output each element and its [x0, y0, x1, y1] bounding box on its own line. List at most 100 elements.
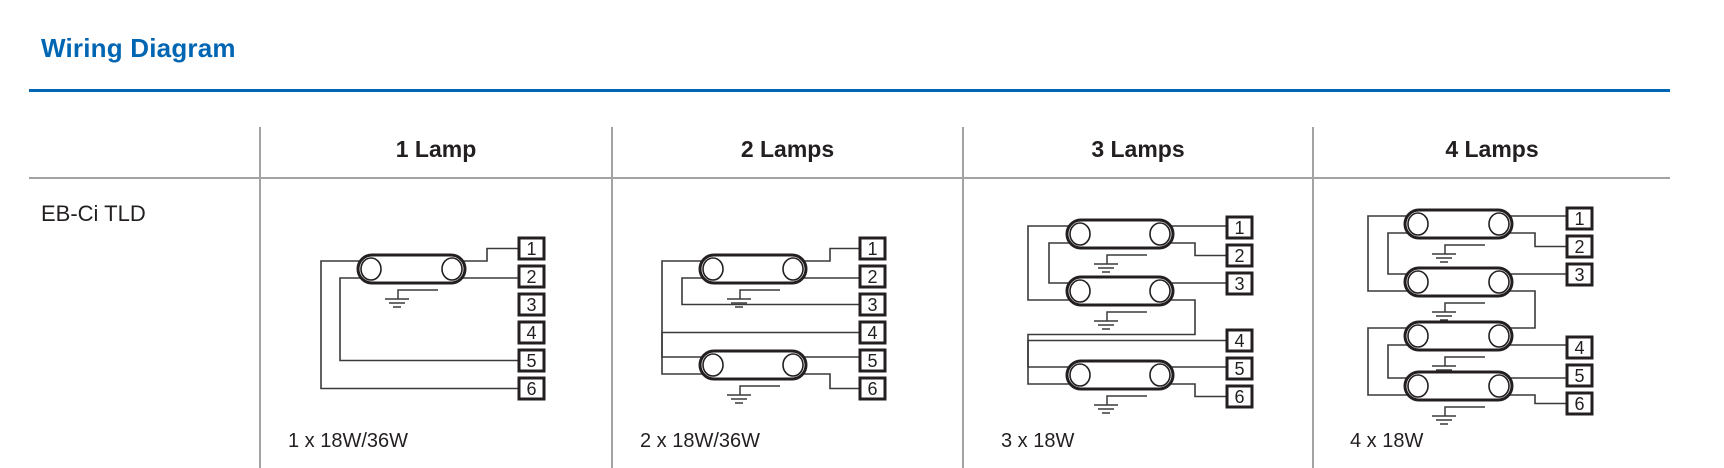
lamp-tube	[356, 253, 467, 285]
wire-terminal-2	[1498, 232, 1567, 248]
row-label-ballast: EB-Ci TLD	[41, 201, 146, 226]
lamp-electrode-left	[360, 257, 382, 281]
ground-icon	[1432, 356, 1485, 375]
ground-icon	[1094, 395, 1147, 414]
terminal-label: 6	[1574, 394, 1584, 414]
lamp-tube	[1403, 208, 1514, 240]
lamp-tube-icon	[698, 253, 808, 285]
terminal-label: 5	[1234, 359, 1244, 379]
lamp-electrode-left	[702, 257, 724, 281]
lamp-tube-icon	[1065, 359, 1175, 391]
lamp-tube-icon	[1403, 320, 1514, 352]
lamp-tube	[1403, 370, 1514, 402]
terminal-label: 6	[867, 379, 877, 399]
terminal-box	[517, 264, 546, 289]
wire-terminal-6	[792, 373, 860, 390]
lamp-electrode-left	[1407, 212, 1429, 236]
terminal-2: 2	[1565, 234, 1594, 259]
wires	[1367, 215, 1567, 405]
column-header-2-lamps: 2 Lamps	[740, 136, 835, 162]
lamp-electrode-right	[441, 257, 463, 281]
lamp-electrode-right	[1488, 324, 1510, 348]
wire-lamp-link	[1048, 242, 1081, 284]
terminal-6: 6	[858, 376, 887, 401]
wires	[320, 247, 519, 390]
wire-terminal-6	[1159, 383, 1227, 398]
terminal-2: 2	[858, 264, 887, 289]
terminal-box	[1225, 215, 1254, 240]
terminal-box	[517, 320, 546, 345]
terminal-box	[858, 320, 887, 345]
ground-icon	[1094, 254, 1147, 273]
terminal-label: 1	[526, 239, 536, 259]
terminal-4: 4	[858, 320, 887, 345]
wire-lamp-link	[1498, 290, 1536, 329]
terminal-label: 1	[1574, 209, 1584, 229]
column-header-3-lamps: 3 Lamps	[1091, 136, 1185, 162]
terminal-box	[1565, 234, 1594, 259]
wire-terminal-3	[681, 277, 860, 306]
page-title: Wiring Diagram	[41, 33, 236, 63]
terminal-label: 2	[1574, 237, 1584, 257]
lamp-tube-icon	[1403, 266, 1514, 298]
caption-4-lamps: 4 x 18W	[1350, 430, 1424, 452]
lamp-electrode-right	[1149, 222, 1171, 246]
lamp-electrode-right	[1149, 363, 1171, 387]
terminal-label: 2	[526, 267, 536, 287]
lamp-tube-icon	[1065, 218, 1175, 250]
terminal-2: 2	[517, 264, 546, 289]
lamp-tube	[1065, 218, 1175, 250]
column-divider	[1312, 127, 1314, 468]
terminal-label: 4	[1574, 338, 1584, 358]
terminal-4: 4	[1225, 328, 1254, 353]
terminal-1: 1	[1225, 215, 1254, 240]
column-divider	[259, 127, 261, 468]
lamp-electrode-right	[1149, 279, 1171, 303]
terminal-1: 1	[517, 236, 546, 261]
terminal-box	[1565, 391, 1594, 416]
ground-icon	[385, 289, 438, 308]
wire-terminal-2	[1159, 242, 1227, 257]
caption-1-lamp: 1 x 18W/36W	[288, 430, 409, 452]
terminal-4: 4	[517, 320, 546, 345]
terminal-box	[1225, 243, 1254, 268]
lamp-electrode-right	[782, 257, 804, 281]
wire-lamp-link	[1367, 215, 1419, 292]
wire-lamp-link	[1027, 225, 1081, 301]
wires	[1027, 225, 1227, 398]
ground-icon	[1432, 302, 1485, 321]
lamp-electrode-left	[1069, 222, 1091, 246]
terminal-3: 3	[1565, 262, 1594, 287]
terminal-box	[517, 236, 546, 261]
terminal-label: 4	[526, 323, 536, 343]
terminal-1: 1	[1565, 206, 1594, 231]
terminal-label: 5	[1574, 366, 1584, 386]
ground-icon	[727, 289, 780, 308]
wire-terminal-4	[1027, 339, 1227, 368]
terminal-3: 3	[1225, 271, 1254, 296]
wire-terminal-6	[320, 260, 519, 390]
terminal-box	[1565, 363, 1594, 388]
terminal-4: 4	[1565, 335, 1594, 360]
wire-lamp-link	[1367, 327, 1419, 396]
lamp-tube	[1403, 320, 1514, 352]
column-header-1-lamp: 1 Lamp	[395, 136, 477, 162]
terminal-label: 1	[867, 239, 877, 259]
terminal-label: 4	[867, 323, 877, 343]
title-divider	[29, 89, 1670, 92]
terminal-3: 3	[858, 292, 887, 317]
column-divider	[611, 127, 613, 468]
terminal-5: 5	[1565, 363, 1594, 388]
terminal-label: 3	[526, 295, 536, 315]
lamp-tube	[1065, 359, 1175, 391]
terminal-1: 1	[858, 236, 887, 261]
lamp-tube	[1065, 275, 1175, 307]
wire-terminal-1	[451, 247, 519, 262]
wire-terminal-1	[792, 247, 860, 262]
terminal-box	[517, 292, 546, 317]
caption-3-lamps: 3 x 18W	[1001, 430, 1075, 452]
lamp-electrode-right	[782, 353, 804, 377]
